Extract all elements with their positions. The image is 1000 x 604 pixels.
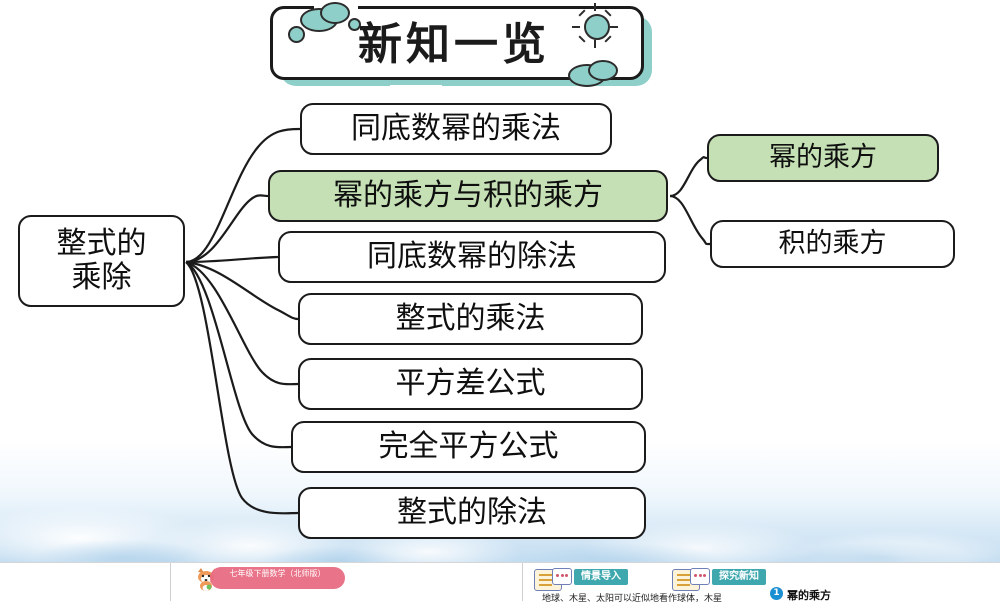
page-title: 新知一览 <box>358 19 550 70</box>
thumbnail-explore-content[interactable]: 探究新知 1 幂的乘方 <box>672 563 1000 602</box>
speech-bubble-dots-icon-2 <box>690 568 710 585</box>
section-number-badge: 1 <box>770 587 783 600</box>
sun-icon <box>570 3 620 50</box>
speech-bubble-dots-icon-1 <box>552 568 572 585</box>
root-node-line2: 乘除 <box>71 260 132 295</box>
cloud-icon-top-left-b <box>320 2 350 24</box>
thumbnail-badge-textbook: 七年级下册数学（北师版） <box>210 567 345 589</box>
mindmap-node-6[interactable]: 整式的除法 <box>298 487 646 539</box>
thumbnail-badge-explore: 探究新知 <box>712 569 766 585</box>
slide-title-frame: 新知一览 <box>270 2 660 94</box>
thumbnail-strip: 七年级下册数学（北师版） 情景导入 地球、木星、太阳可以近似地看作球体，木星 探… <box>0 562 1000 604</box>
thumbnail-cover-slide[interactable]: 七年级下册数学（北师版） <box>170 563 522 601</box>
mindmap-root-node[interactable]: 整式的 乘除 <box>18 215 185 307</box>
dot-icon-small-upper <box>348 18 361 31</box>
thumbnail-intro-slide[interactable]: 情景导入 地球、木星、太阳可以近似地看作球体，木星 <box>522 563 1000 604</box>
mindmap-node-0[interactable]: 同底数幂的乘法 <box>300 103 612 155</box>
thumbnail-body-text-intro: 地球、木星、太阳可以近似地看作球体，木星 <box>542 594 723 604</box>
mindmap-node-2[interactable]: 同底数幂的除法 <box>278 231 666 283</box>
thumbnail-separator-1 <box>170 563 171 601</box>
mindmap-node-5[interactable]: 完全平方公式 <box>291 421 646 473</box>
slide-canvas: 新知一览 整式的 乘除 同底数幂的乘法 幂的乘方与积的乘方 同底数幂的除法 整式… <box>0 0 1000 562</box>
thumbnail-section-title: 幂的乘方 <box>787 589 831 602</box>
mindmap-node-4[interactable]: 平方差公式 <box>298 358 643 410</box>
mindmap-node-1[interactable]: 幂的乘方与积的乘方 <box>268 170 668 222</box>
root-node-line1: 整式的 <box>56 226 147 262</box>
mindmap-subnode-0[interactable]: 幂的乘方 <box>707 134 939 182</box>
dot-icon-small-left <box>288 26 305 43</box>
mindmap-node-3[interactable]: 整式的乘法 <box>298 293 643 345</box>
thumbnail-badge-intro: 情景导入 <box>574 569 628 585</box>
mindmap-subnode-1[interactable]: 积的乘方 <box>710 220 955 268</box>
title-frame-gap-bottom <box>390 85 442 94</box>
cloud-icon-bottom-right-b <box>588 60 618 81</box>
thumbnail-separator-2 <box>522 563 523 601</box>
